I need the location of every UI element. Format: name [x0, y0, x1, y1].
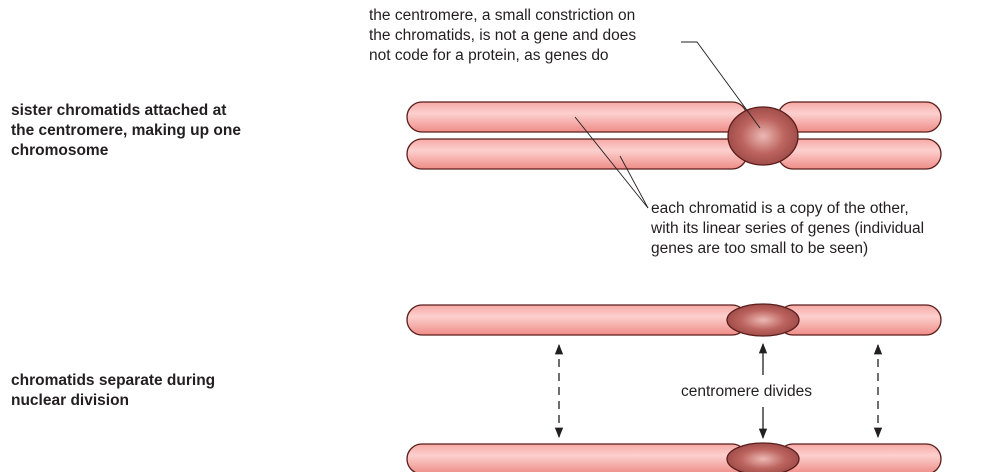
half-centromere-lower [726, 442, 800, 472]
separated-lower-right-arm [777, 443, 942, 472]
centromere-leader-line [681, 41, 761, 129]
separation-side-label: chromatids separate during nuclear divis… [11, 371, 215, 411]
lower-chromatid-left-arm [406, 138, 748, 170]
separated-upper-left-arm [406, 304, 748, 336]
separated-chromatid-upper [406, 303, 942, 337]
separated-lower-left-arm [406, 443, 748, 472]
chromatid-note-line-1: each chromatid is a copy of the other, [651, 200, 909, 217]
separation-label-line-2: nuclear division [11, 392, 130, 409]
centromere-note-line-1: the centromere, a small constriction on [369, 7, 636, 24]
chromosome-label-line-1: sister chromatids attached at [11, 102, 227, 119]
chromosome-pair [406, 101, 942, 170]
centromere-note-line-3: not code for a protein, as genes do [369, 47, 609, 64]
lower-chromatid-right-arm [777, 138, 942, 170]
centromere-note-line-2: the chromatids, is not a gene and does [369, 27, 637, 44]
chromatid-note-line-3: genes are too small to be seen) [651, 240, 869, 257]
half-centromere-upper [726, 303, 800, 337]
centromere-divides-label: centromere divides [681, 383, 812, 400]
chromosome-label-line-2: the centromere, making up one [11, 122, 241, 139]
centromere-note: the centromere, a small constriction on … [369, 6, 636, 66]
upper-chromatid-right-arm [777, 101, 942, 133]
centromere [727, 106, 799, 166]
separation-label-line-1: chromatids separate during [11, 372, 216, 389]
separated-upper-right-arm [777, 304, 942, 336]
chromatid-leader-line-1 [574, 116, 649, 209]
chromatid-leader-line-2 [619, 155, 649, 209]
chromatid-note-line-2: with its linear series of genes (individ… [651, 220, 925, 237]
upper-chromatid-left-arm [406, 101, 748, 133]
chromosome-label-line-3: chromosome [11, 142, 109, 159]
separated-chromatid-lower [406, 442, 942, 472]
chromosome-side-label: sister chromatids attached at the centro… [11, 101, 241, 161]
chromatid-note: each chromatid is a copy of the other, w… [651, 199, 924, 259]
